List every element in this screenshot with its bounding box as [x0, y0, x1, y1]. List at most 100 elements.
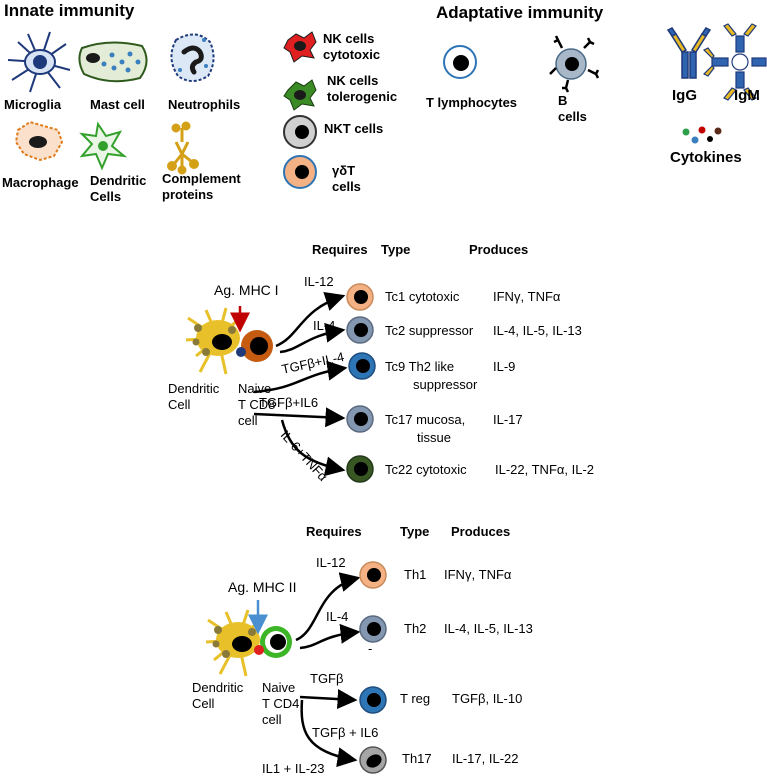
mast-cell-label: Mast cell	[90, 97, 145, 112]
t-lymphocyte-icon	[443, 45, 477, 79]
neutrophils-label: Neutrophils	[168, 97, 241, 112]
complement-proteins-label-line2: proteins	[162, 187, 214, 202]
macrophage-icon	[14, 120, 64, 162]
cd8-naive-label-line3: cell	[238, 413, 258, 428]
nkt-cells-label: NKT cells	[324, 121, 384, 136]
igg-icon	[666, 27, 712, 79]
gdt-cells-label-line2: cells	[332, 179, 361, 194]
cd8-dendritic-cell-icon	[185, 307, 242, 375]
cd8-type-tc17-line1: Tc17 mucosa,	[385, 412, 466, 427]
igm-icon	[702, 23, 767, 101]
dendritic-cells-icon	[79, 121, 128, 171]
complement-proteins-icon	[167, 121, 199, 175]
nk-tolerogenic-icon	[283, 79, 317, 111]
cd4-requires-th17-line2: IL1 + IL-23	[262, 761, 325, 776]
nkt-cell-icon	[283, 115, 317, 149]
th1-cell-icon	[359, 561, 387, 589]
cd4-requires-th1: IL-12	[316, 555, 346, 570]
cd8-type-header: Type	[381, 242, 411, 257]
cd4-arrow-th1	[295, 572, 361, 642]
cd8-naive-label-line2: T CD8	[238, 397, 276, 412]
th2-cell-icon	[359, 615, 387, 643]
tc17-cell-icon	[346, 405, 374, 433]
innate-immunity-heading: Innate immunity	[4, 1, 135, 20]
cd8-type-tc1: Tc1 cytotoxic	[385, 289, 460, 304]
cd8-type-tc22: Tc22 cytotoxic	[385, 462, 467, 477]
cd8-arrow-tc22	[280, 419, 346, 477]
cd4-type-th17: Th17	[402, 751, 432, 766]
igg-label: IgG	[672, 87, 697, 104]
nk-tolerogenic-label-line1: NK cells	[327, 73, 379, 88]
b-cells-label-line1: B	[558, 93, 568, 108]
cd4-requires-th2: IL-4	[326, 609, 349, 624]
tc1-cell-icon	[346, 283, 374, 311]
cd8-requires-header: Requires	[312, 242, 368, 257]
tc22-cell-icon	[346, 455, 374, 483]
cd4-naive-t-cell-icon	[254, 626, 292, 658]
dendritic-cells-label-line1: Dendritic	[90, 173, 147, 188]
cd8-arrow-tc17	[253, 407, 346, 428]
cd4-type-th2: Th2	[404, 621, 427, 636]
cd4-dash: -	[368, 641, 373, 656]
cd8-arrow-tc2	[279, 322, 346, 354]
cytokines-icon	[682, 126, 722, 144]
nk-cytotoxic-label-line1: NK cells	[323, 31, 375, 46]
cd4-arrow-th2	[299, 623, 361, 650]
cd8-dendritic-label-line2: Cell	[168, 397, 191, 412]
igm-label: IgM	[734, 87, 760, 104]
cd8-requires-tc1: IL-12	[304, 274, 334, 289]
cd4-requires-th17-line1: TGFβ + IL6	[312, 725, 379, 740]
cd8-type-tc9-line1: Tc9 Th2 like	[385, 359, 455, 374]
cd8-produces-tc22: IL-22, TNFα, IL-2	[495, 462, 595, 477]
microglia-icon	[7, 31, 71, 93]
cd8-arrow-tc9	[253, 360, 348, 394]
cd8-requires-tc2: IL-4	[313, 318, 336, 333]
cd4-naive-label-line2: T CD4	[262, 696, 300, 711]
t-lymphocytes-label: T lymphocytes	[426, 95, 518, 110]
cd8-type-tc17-line2: tissue	[417, 430, 451, 445]
cd4-type-header: Type	[400, 524, 430, 539]
nk-cytotoxic-label-line2: cytotoxic	[323, 47, 381, 62]
tc2-cell-icon	[346, 316, 374, 344]
cd8-type-tc9-line2: suppressor	[413, 377, 478, 392]
cd4-arrow-treg	[299, 689, 358, 710]
cd8-dendritic-label-line1: Dendritic	[168, 381, 220, 396]
cd4-naive-label-line3: cell	[262, 712, 282, 727]
cd4-produces-th2: IL-4, IL-5, IL-13	[444, 621, 533, 636]
tc9-cell-icon	[348, 352, 376, 380]
cd4-antigen-label: Ag. MHC II	[228, 579, 297, 595]
cd8-type-tc2: Tc2 suppressor	[385, 323, 474, 338]
cd4-arrow-th17	[300, 699, 358, 768]
b-cell-icon	[549, 35, 600, 93]
gdt-cells-label-line1: γδT	[332, 163, 356, 178]
treg-cell-icon	[359, 686, 387, 714]
cd8-antigen-label: Ag. MHC I	[214, 282, 279, 298]
cd4-requires-treg: TGFβ	[310, 671, 344, 686]
cd4-produces-th1: IFNγ, TNFα	[444, 567, 512, 582]
neutrophil-icon	[170, 33, 215, 82]
cd4-produces-header: Produces	[451, 524, 511, 539]
cd8-naive-label-line1: Naive	[238, 381, 272, 396]
cd4-type-treg: T reg	[400, 691, 431, 706]
cd8-produces-tc2: IL-4, IL-5, IL-13	[493, 323, 582, 338]
cd4-requires-header: Requires	[306, 524, 362, 539]
dendritic-cells-label-line2: Cells	[90, 189, 122, 204]
cd4-dendritic-cell-icon	[205, 609, 260, 677]
cd4-produces-th17: IL-17, IL-22	[452, 751, 519, 766]
cd8-naive-t-cell-icon	[236, 330, 273, 362]
th17-cell-icon	[359, 746, 387, 774]
b-cells-label-line2: cells	[558, 109, 587, 124]
cd4-dendritic-label-line2: Cell	[192, 696, 215, 711]
cd8-produces-tc17: IL-17	[493, 412, 523, 427]
complement-proteins-label-line1: Complement	[162, 171, 241, 186]
gdt-cell-icon	[283, 155, 317, 189]
cd4-naive-label-line1: Naive	[262, 680, 296, 695]
macrophage-label: Macrophage	[2, 175, 79, 190]
nk-cytotoxic-icon	[283, 31, 317, 63]
cd8-produces-tc9: IL-9	[493, 359, 516, 374]
cd4-produces-treg: TGFβ, IL-10	[452, 691, 523, 706]
cd8-arrow-tc1	[275, 291, 346, 348]
cd8-requires-tc17: TGFβ+IL6	[259, 395, 319, 410]
cd8-produces-tc1: IFNγ, TNFα	[493, 289, 561, 304]
